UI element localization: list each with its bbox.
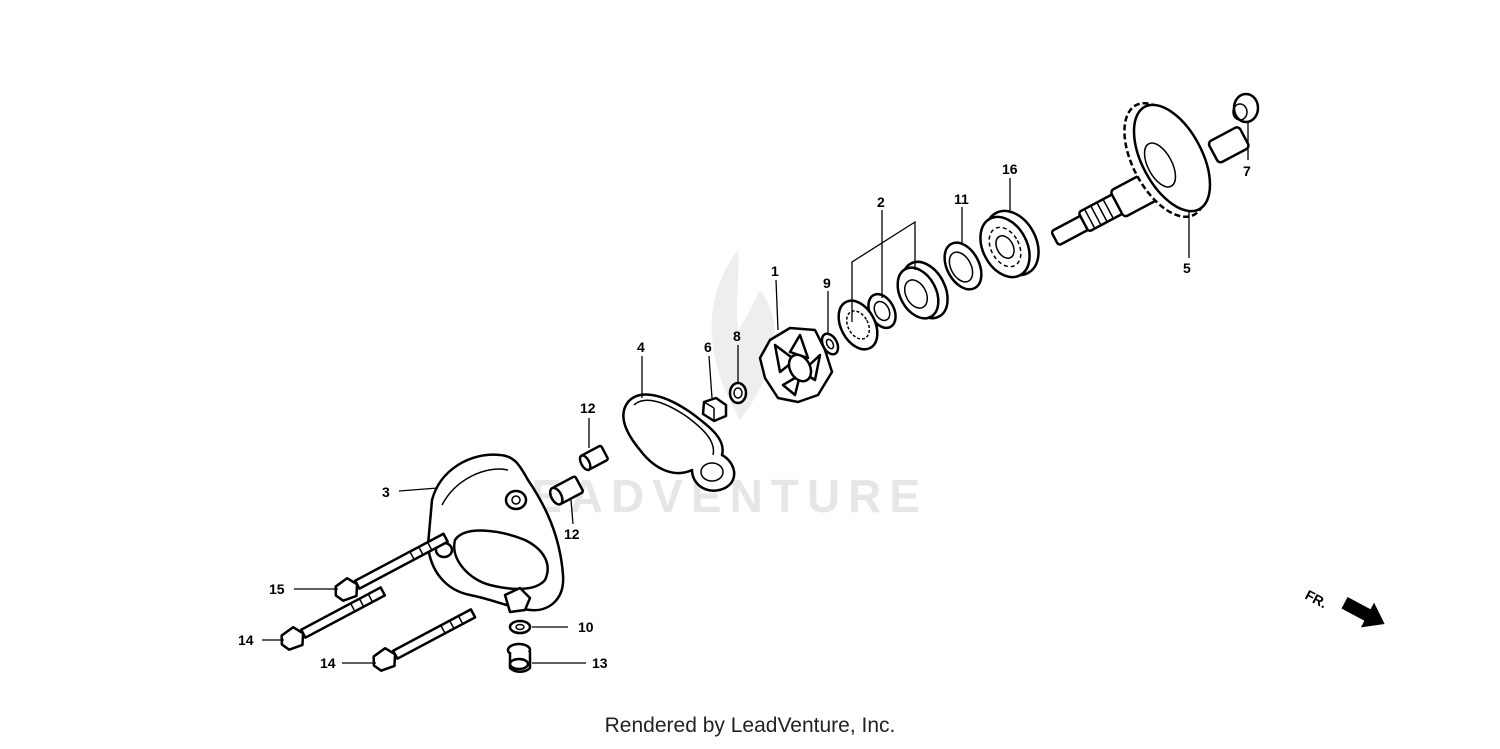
callout-12-upper: 12 <box>580 400 596 416</box>
callout-4: 4 <box>637 339 645 355</box>
part-14-bolt-upper <box>280 586 387 651</box>
part-7-sleeve <box>1232 92 1260 124</box>
part-16-bearing <box>979 209 1040 279</box>
part-12-dowel-pin-upper <box>578 444 609 472</box>
part-1-impeller <box>758 326 834 404</box>
part-15-bolt <box>334 532 449 602</box>
front-direction-indicator: FR. <box>1303 587 1385 628</box>
front-arrow-icon <box>1341 597 1385 628</box>
callout-labels: 1 2 3 4 5 6 7 8 9 10 11 12 12 13 14 14 1… <box>238 161 1251 671</box>
part-13-drain-bolt <box>506 642 532 673</box>
leader-lines <box>262 122 1249 664</box>
part-12-dowel-pin-lower <box>548 475 585 506</box>
callout-6: 6 <box>704 339 712 355</box>
callout-11: 11 <box>954 191 969 207</box>
callout-13: 13 <box>592 655 608 671</box>
callout-1: 1 <box>771 263 779 279</box>
callout-2: 2 <box>877 194 885 210</box>
part-5-pump-shaft-gear <box>1050 101 1250 246</box>
part-14-bolt-lower <box>372 608 477 672</box>
footer-credit: Rendered by LeadVenture, Inc. <box>604 714 896 737</box>
part-2-mechanical-seal <box>837 260 949 351</box>
callout-9: 9 <box>823 275 831 291</box>
part-11-oil-seal <box>943 241 983 291</box>
part-4-gasket <box>622 393 736 492</box>
callout-15: 15 <box>269 581 285 597</box>
direction-label: FR. <box>1303 587 1330 612</box>
part-10-washer <box>508 619 532 635</box>
callout-12-lower: 12 <box>564 526 580 542</box>
callout-10: 10 <box>578 619 594 635</box>
part-8-washer <box>728 381 748 405</box>
callout-14-upper: 14 <box>238 632 254 648</box>
callout-7: 7 <box>1243 163 1251 179</box>
callout-8: 8 <box>733 328 741 344</box>
part-3-pump-cover <box>426 453 565 614</box>
callout-16: 16 <box>1002 161 1018 177</box>
callout-5: 5 <box>1183 260 1191 276</box>
callout-14-lower: 14 <box>320 655 336 671</box>
part-6-cap-nut <box>701 396 728 423</box>
callout-3: 3 <box>382 484 390 500</box>
